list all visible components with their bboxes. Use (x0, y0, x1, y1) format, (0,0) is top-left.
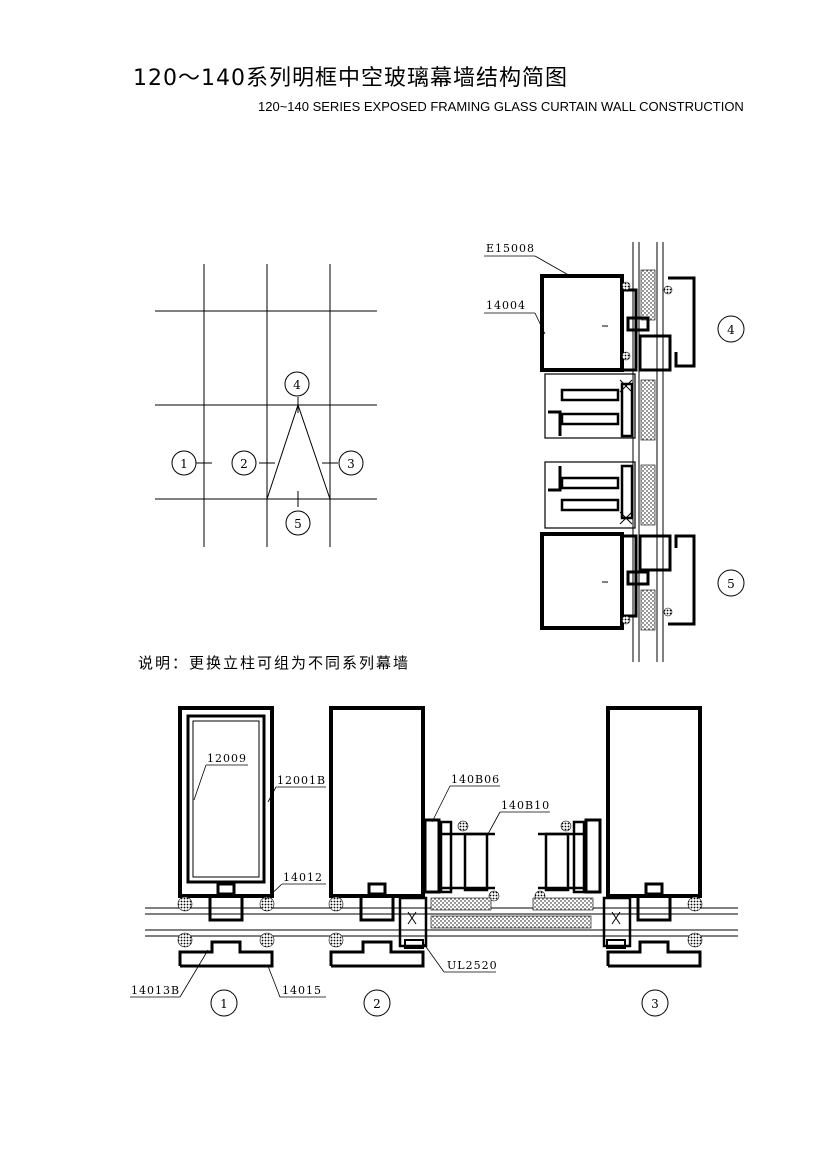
elevation-marker-1 (171, 450, 197, 476)
label-14004: 14004 (486, 299, 526, 312)
elevation-marker-2 (231, 450, 257, 476)
label-ul2520: UL2520 (447, 959, 498, 972)
title-english: 120~140 SERIES EXPOSED FRAMING GLASS CUR… (258, 99, 744, 114)
elevation-marker-1-text: 1 (180, 457, 188, 471)
label-140b06: 140B06 (451, 773, 500, 786)
label-e15008: E15008 (486, 242, 535, 255)
label-140b10: 140B10 (501, 799, 550, 812)
horizontal-sections-diagram (130, 706, 738, 1017)
vertical-section-diagram (484, 242, 745, 662)
section-marker-3-text: 3 (651, 997, 659, 1011)
elevation-marker-3 (338, 450, 364, 476)
explanation-note: 说明：更换立柱可组为不同系列幕墙 (138, 654, 411, 672)
section-marker-1-text: 1 (220, 997, 228, 1011)
section-marker-2-text: 2 (373, 997, 381, 1011)
label-12009: 12009 (207, 752, 247, 765)
label-14013b: 14013B (131, 984, 180, 997)
elevation-diagram (155, 264, 377, 547)
elevation-marker-4-text: 4 (293, 378, 301, 392)
elevation-marker-5-text: 5 (294, 517, 302, 531)
elevation-marker-4 (284, 371, 310, 397)
section-marker-4-text: 4 (727, 323, 735, 337)
title-chinese: 120～140系列明框中空玻璃幕墙结构简图 (133, 66, 568, 91)
elevation-marker-5 (285, 510, 311, 536)
elevation-marker-2-text: 2 (240, 457, 248, 471)
label-14012: 14012 (283, 871, 323, 884)
label-12001b: 12001B (277, 774, 326, 787)
label-14015: 14015 (282, 984, 322, 997)
section-marker-5-text: 5 (727, 577, 735, 591)
elevation-marker-3-text: 3 (347, 457, 355, 471)
